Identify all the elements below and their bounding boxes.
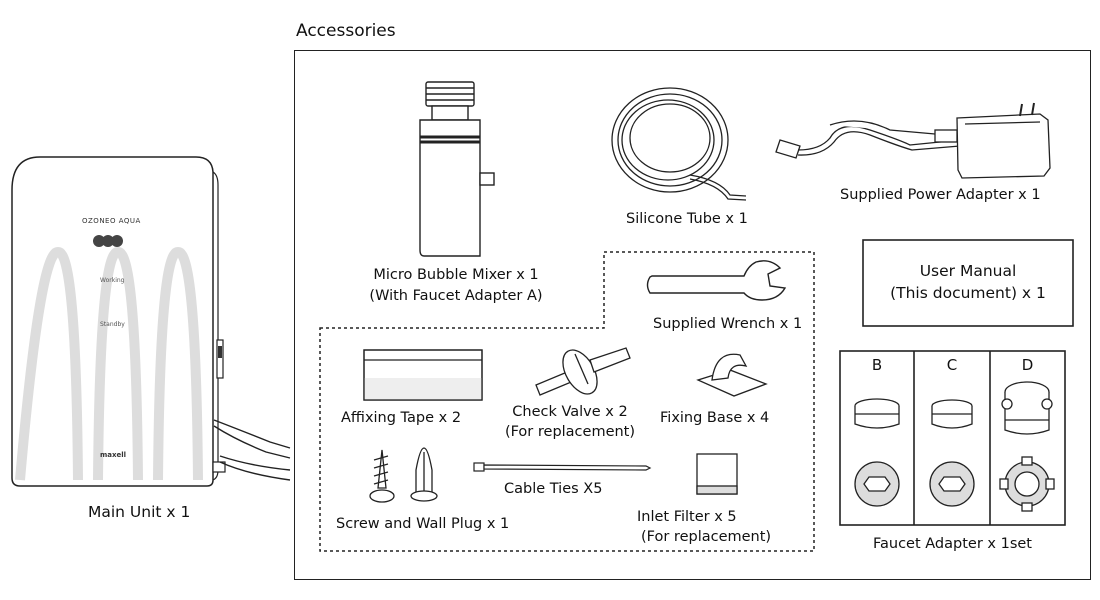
micro-bubble-mixer-label: Micro Bubble Mixer x 1 xyxy=(373,267,539,283)
wrench-icon xyxy=(646,260,787,301)
faucet-adapter-b-letter: B xyxy=(871,356,883,374)
standby-label: Standby xyxy=(100,321,125,328)
power-adapter-icon xyxy=(775,102,1051,179)
fixing-base-label: Fixing Base x 4 xyxy=(660,410,770,426)
affixing-tape-icon xyxy=(363,349,483,401)
inlet-filter-label: Inlet Filter x 5 xyxy=(637,509,737,525)
check-valve-icon xyxy=(535,347,631,396)
user-manual-box xyxy=(862,239,1074,327)
wall-plug-icon xyxy=(410,447,438,502)
maker-logo: maxell xyxy=(100,451,127,459)
faucet-adapter-c-icon xyxy=(929,399,975,507)
user-manual-label: User Manual xyxy=(919,262,1017,280)
faucet-adapter-box xyxy=(839,350,1066,526)
faucet-adapter-d-letter: D xyxy=(1021,356,1034,374)
faucet-adapter-b-icon xyxy=(854,398,900,507)
check-valve-label: Check Valve x 2 xyxy=(512,404,628,420)
working-label: Working xyxy=(100,277,125,284)
micro-bubble-mixer-icon xyxy=(419,81,495,257)
screw-wall-plug-label: Screw and Wall Plug x 1 xyxy=(336,516,510,532)
faucet-adapter-c-letter: C xyxy=(946,356,958,374)
brand-label: OZONEO AQUA xyxy=(82,217,141,225)
accessories-title: Accessories xyxy=(296,21,396,41)
user-manual-sublabel: (This document) x 1 xyxy=(890,284,1046,302)
silicone-tube-icon xyxy=(611,87,747,201)
main-unit-caption: Main Unit x 1 xyxy=(88,503,191,521)
faucet-adapter-label: Faucet Adapter x 1set xyxy=(873,536,1032,552)
wrench-label: Supplied Wrench x 1 xyxy=(653,316,803,332)
inlet-filter-sublabel: (For replacement) xyxy=(641,529,772,545)
micro-bubble-mixer-sublabel: (With Faucet Adapter A) xyxy=(369,288,543,304)
cable-tie-icon xyxy=(473,462,652,472)
fixing-base-icon xyxy=(696,353,768,397)
cable-ties-label: Cable Ties X5 xyxy=(504,481,603,497)
inlet-filter-icon xyxy=(696,453,738,495)
accessories-frame xyxy=(294,50,1091,580)
silicone-tube-label: Silicone Tube x 1 xyxy=(626,211,748,227)
faucet-adapter-d-icon xyxy=(999,381,1055,512)
screw-icon xyxy=(369,449,395,503)
power-adapter-label: Supplied Power Adapter x 1 xyxy=(840,187,1041,203)
affixing-tape-label: Affixing Tape x 2 xyxy=(341,410,462,426)
small-parts-group-border xyxy=(319,251,815,552)
check-valve-sublabel: (For replacement) xyxy=(504,424,636,440)
